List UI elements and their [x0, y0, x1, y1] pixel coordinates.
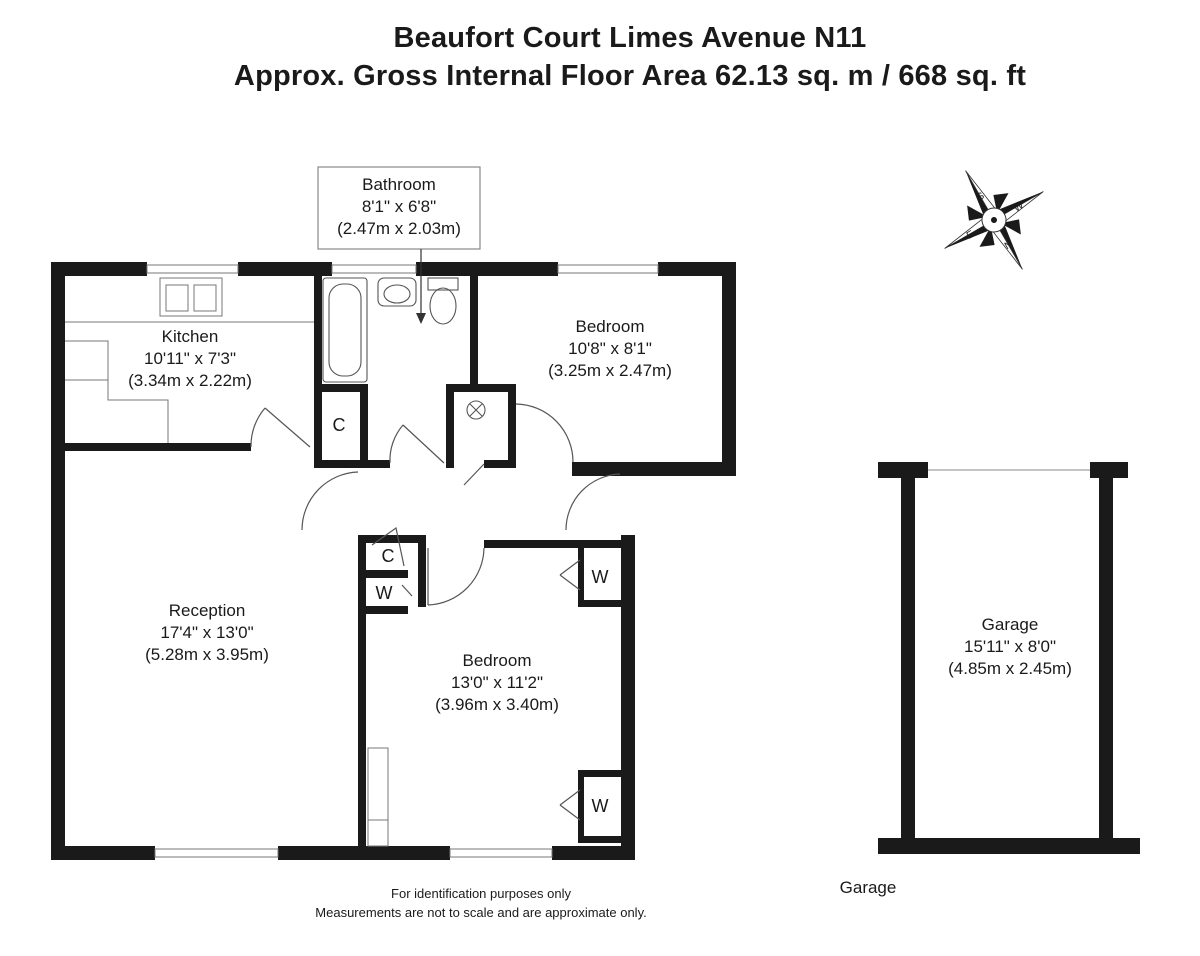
cupboard-c-1: C [332, 415, 346, 435]
fitted-cabinet [367, 747, 389, 847]
room-size-metric: (2.47m x 2.03m) [337, 219, 461, 238]
compass-icon: S N E W [944, 170, 1044, 270]
door-swings [250, 403, 621, 821]
room-label-bathroom: Bathroom 8'1" x 6'8" (2.47m x 2.03m) [318, 174, 480, 240]
wardrobe-w-1: W [375, 583, 393, 603]
compass-n: N [1003, 239, 1015, 252]
room-name: Reception [168, 601, 246, 620]
wardrobe-w-3: W [591, 796, 609, 816]
room-name: Bathroom [362, 175, 436, 194]
room-label-kitchen: Kitchen 10'11" x 7'3" (3.34m x 2.22m) [90, 326, 290, 392]
room-size-metric: (4.85m x 2.45m) [948, 659, 1072, 678]
room-name: Kitchen [161, 327, 219, 346]
bathroom-label-box [317, 166, 481, 250]
outer-walls [51, 262, 736, 860]
room-name: Bedroom [575, 317, 645, 336]
room-size-imperial: 13'0" x 11'2" [451, 673, 543, 692]
plan-subtitle: Approx. Gross Internal Floor Area 62.13 … [233, 60, 1027, 92]
room-size-imperial: 15'11" x 8'0" [964, 637, 1056, 656]
room-label-bedroom-2: Bedroom 13'0" x 11'2" (3.96m x 3.40m) [397, 650, 597, 716]
room-name: Garage [981, 615, 1039, 634]
room-size-imperial: 10'11" x 7'3" [144, 349, 236, 368]
footer-note-2: Measurements are not to scale and are ap… [315, 905, 647, 920]
room-label-bedroom-1: Bedroom 10'8" x 8'1" (3.25m x 2.47m) [510, 316, 710, 382]
garage-walls [878, 462, 1140, 854]
footer-note-1: For identification purposes only [391, 886, 571, 901]
room-size-imperial: 17'4" x 13'0" [160, 623, 254, 642]
room-label-reception: Reception 17'4" x 13'0" (5.28m x 3.95m) [107, 600, 307, 666]
bathroom-fittings [322, 277, 486, 420]
room-name: Bedroom [462, 651, 532, 670]
room-size-metric: (3.96m x 3.40m) [435, 695, 559, 714]
plan-title: Beaufort Court Limes Avenue N11 [393, 22, 867, 54]
compass-e: E [965, 229, 977, 242]
windows [146, 264, 659, 858]
compass-s: S [975, 190, 987, 203]
room-label-garage: Garage 15'11" x 8'0" (4.85m x 2.45m) [910, 614, 1110, 680]
room-size-metric: (5.28m x 3.95m) [145, 645, 269, 664]
room-size-imperial: 10'8" x 8'1" [568, 339, 652, 358]
garage-caption: Garage [839, 878, 897, 897]
room-size-imperial: 8'1" x 6'8" [361, 197, 437, 216]
room-size-metric: (3.34m x 2.22m) [128, 371, 252, 390]
wardrobe-w-2: W [591, 567, 609, 587]
internal-walls [65, 276, 635, 846]
room-size-metric: (3.25m x 2.47m) [548, 361, 672, 380]
cupboard-c-2: C [381, 546, 395, 566]
kitchen-fittings [65, 277, 314, 443]
